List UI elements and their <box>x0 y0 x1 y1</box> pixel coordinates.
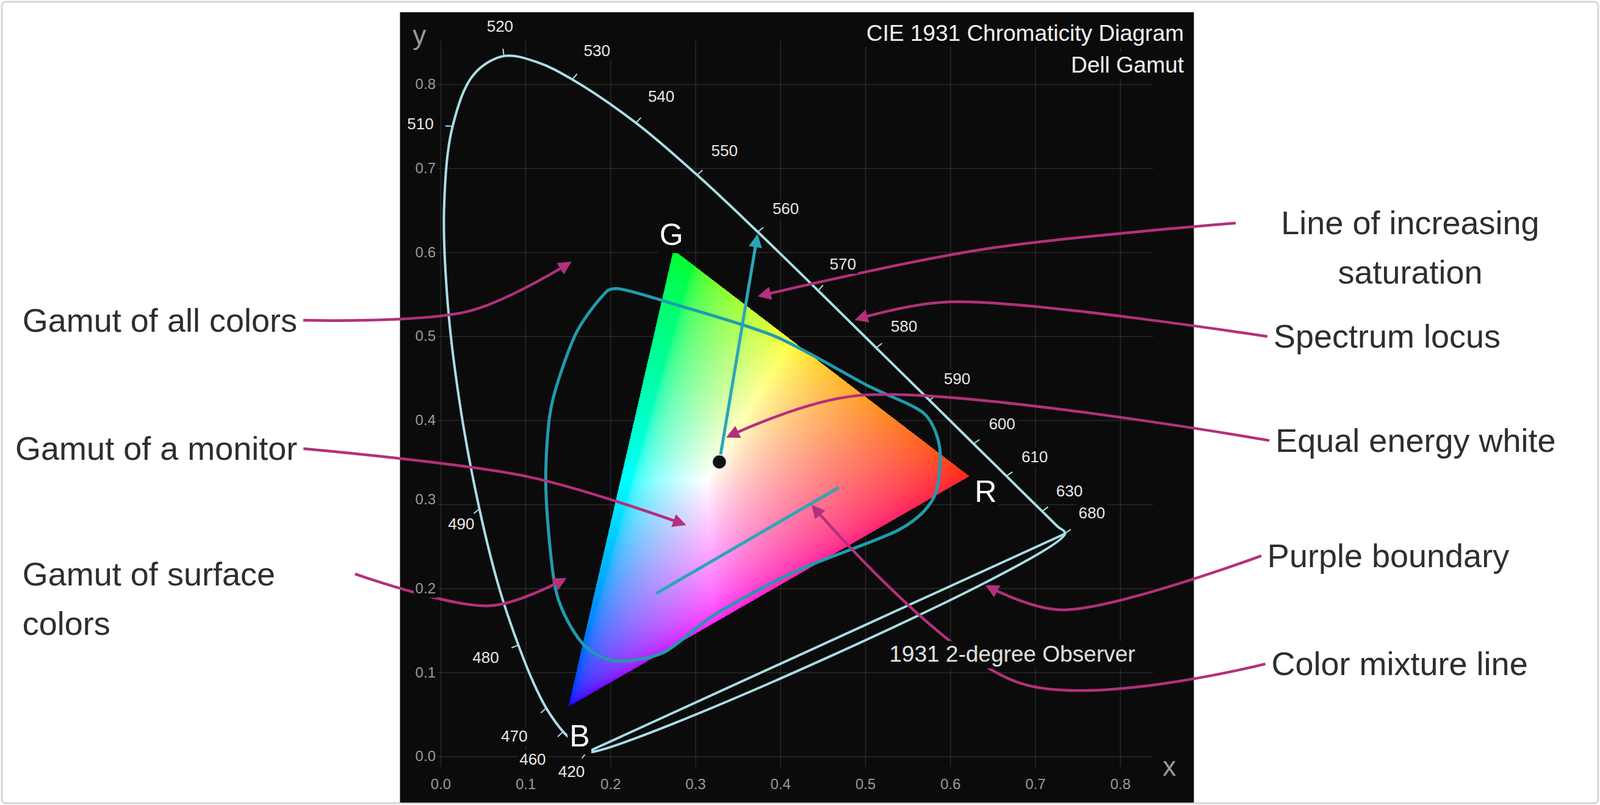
callout-label: Line of increasing saturation <box>1241 198 1579 298</box>
wavelength-tick <box>818 285 824 292</box>
wavelength-tick <box>473 508 480 514</box>
equal-energy-white-dot <box>712 455 727 470</box>
axis-tick-label: 0.4 <box>413 411 438 430</box>
axis-tick-label: 0.5 <box>853 776 878 794</box>
primary-label: G <box>657 216 686 254</box>
axis-tick-label: 0.6 <box>938 776 963 794</box>
axis-tick-label: 0.0 <box>413 748 438 766</box>
leader-line <box>303 449 684 525</box>
wavelength-label: 540 <box>646 87 677 107</box>
wavelength-label: 460 <box>517 750 548 770</box>
wavelength-tick <box>1064 529 1071 534</box>
wavelength-label: 420 <box>556 762 587 782</box>
wavelength-label: 550 <box>709 141 740 161</box>
leader-lines <box>303 223 1270 691</box>
wavelength-tick <box>511 645 519 649</box>
axis-tick-label: 0.1 <box>413 664 438 683</box>
axis-tick-label: 0.7 <box>1023 776 1048 794</box>
axis-tick-label: 0.6 <box>413 244 438 262</box>
axis-tick-label: 0.0 <box>428 776 453 794</box>
grid-line <box>440 40 442 768</box>
chart-note: Dell Gamut <box>1069 51 1186 79</box>
wavelength-label: 580 <box>889 317 919 337</box>
surface-colors-gamut <box>545 288 940 662</box>
monitor-gamut-triangle <box>568 249 970 708</box>
grid-lines <box>433 40 1154 768</box>
wavelength-label: 480 <box>470 648 501 668</box>
axis-tick-label: 0.2 <box>598 776 623 794</box>
leader-line <box>303 263 570 321</box>
grid-line <box>433 84 1154 86</box>
wavelength-label: 470 <box>499 727 530 747</box>
leader-line <box>728 394 1270 441</box>
axis-name: y <box>410 19 428 52</box>
axis-tick-label: 0.2 <box>413 580 438 599</box>
axis-tick-label: 0.8 <box>1108 776 1132 794</box>
grid-line <box>433 167 1154 170</box>
chart-panel <box>400 12 1195 804</box>
primary-label: R <box>972 473 999 511</box>
callout-label: Gamut of all colors <box>22 300 298 341</box>
callout-label: Spectrum locus <box>1273 316 1501 357</box>
wavelength-label: 600 <box>986 414 1017 434</box>
callout-label: Color mixture line <box>1271 644 1528 685</box>
wavelength-tick <box>540 708 547 714</box>
primary-label: B <box>567 718 592 755</box>
wavelength-tick <box>876 343 883 348</box>
wavelength-label: 610 <box>1019 447 1050 467</box>
axis-tick-label: 0.3 <box>683 776 708 794</box>
axis-name: x <box>1160 751 1178 784</box>
wavelength-tick <box>1042 507 1049 512</box>
leader-line <box>857 302 1268 337</box>
axis-tick-label: 0.8 <box>413 75 438 94</box>
wavelength-label: 630 <box>1054 482 1085 501</box>
leader-line <box>813 507 1266 691</box>
leader-line <box>760 223 1236 296</box>
wavelength-tick <box>445 125 453 127</box>
wavelength-label: 530 <box>582 41 613 61</box>
wavelength-tick <box>502 48 505 57</box>
axis-tick-label: 0.5 <box>413 327 438 346</box>
chart-title: CIE 1931 Chromaticity Diagram <box>864 20 1186 47</box>
color-mixture-line <box>655 487 839 594</box>
wavelength-tick <box>696 170 703 176</box>
leader-line <box>987 555 1262 611</box>
chart-note: 1931 2-degree Observer <box>887 641 1137 669</box>
wavelength-label: 570 <box>828 255 858 274</box>
wavelength-label: 680 <box>1077 504 1107 523</box>
wavelength-label: 490 <box>446 515 476 534</box>
wavelength-tick <box>1006 472 1013 477</box>
leader-line <box>355 574 565 606</box>
axis-tick-label: 0.1 <box>513 776 538 794</box>
callout-label: Equal energy white <box>1275 421 1556 461</box>
callout-label: Gamut of surface colors <box>22 549 350 649</box>
callout-label: Purple boundary <box>1267 536 1510 577</box>
callout-label: Gamut of a monitor <box>15 428 298 469</box>
wavelength-tick <box>557 732 564 738</box>
saturation-arrow <box>719 236 758 463</box>
axis-tick-label: 0.7 <box>413 159 438 178</box>
wavelength-tick <box>757 227 764 233</box>
axis-tick-label: 0.3 <box>413 491 438 509</box>
wavelength-label: 520 <box>485 17 516 37</box>
wavelength-label: 510 <box>405 114 436 134</box>
wavelength-label: 560 <box>770 199 801 219</box>
wavelength-tick <box>572 73 578 80</box>
axis-tick-label: 0.4 <box>768 776 793 794</box>
wavelength-tick <box>635 117 641 124</box>
wavelength-label: 590 <box>942 369 973 389</box>
wavelength-tick <box>973 439 980 445</box>
grid-line <box>525 40 527 768</box>
